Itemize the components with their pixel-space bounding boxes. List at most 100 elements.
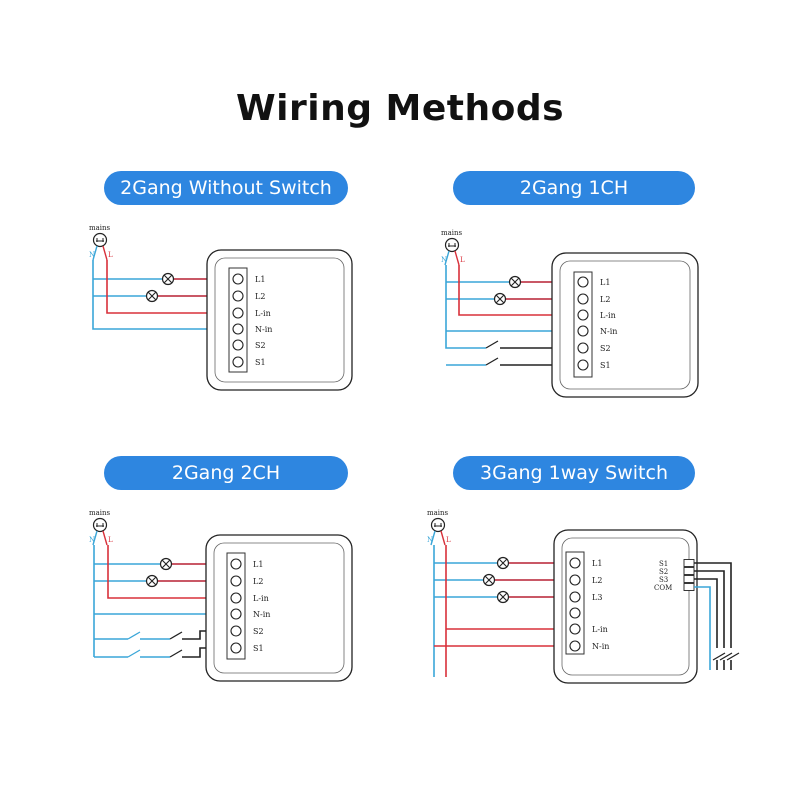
p3-mains-plug-icon (92, 517, 108, 533)
heading-3gang-1way-switch: 3Gang 1way Switch (453, 456, 695, 490)
p3-lamp1-icon-cross-b (162, 560, 170, 568)
p2-wire-l-in (458, 265, 583, 316)
terminal-label-p2-3: N-in (600, 327, 617, 336)
p3-mains-plug-prongs (96, 523, 104, 527)
terminal-p1-0 (232, 273, 244, 285)
p2-switch1-icon (485, 340, 499, 349)
p4-mains-plug-prongs (434, 523, 442, 527)
terminal-p3-3 (230, 608, 242, 620)
p4-wire-side-0 (694, 562, 732, 648)
terminal-label-p1-4: S2 (255, 341, 266, 350)
p1-wire-l-in (106, 260, 238, 314)
terminal-label-p3-0: L1 (253, 560, 263, 569)
p3-mains-l-lead (102, 530, 108, 546)
terminal-p1-4 (232, 339, 244, 351)
terminal-p4-2 (569, 591, 581, 603)
page-title: Wiring Methods (235, 88, 565, 129)
terminal-p4-0 (569, 557, 581, 569)
p2-mains-plug-icon (444, 237, 460, 253)
terminal-p2-2 (577, 309, 589, 321)
p1-mains-l-lead (102, 245, 108, 261)
p4-side-label-2: S3 (659, 576, 668, 584)
p4-wire-side-1 (694, 570, 725, 648)
terminal-label-p3-2: L-in (253, 594, 269, 603)
p2-mains-n-letter: N (441, 256, 447, 264)
module-box-p4 (553, 529, 698, 684)
module-inner-p2 (559, 260, 691, 390)
p1-lamp2-icon-cross-b (148, 292, 156, 300)
terminal-p4-1 (569, 574, 581, 586)
terminal-p2-5 (577, 359, 589, 371)
terminal-label-p3-1: L2 (253, 577, 263, 586)
p3-wire-l-in (107, 545, 236, 599)
heading-2gang-1ch: 2Gang 1CH (453, 171, 695, 205)
p3-mains-n-letter: N (89, 536, 95, 544)
terminal-p4-5 (569, 640, 581, 652)
p4-wire-side-3 (694, 586, 711, 648)
p3-mains-label: mains (89, 509, 111, 517)
p4-side-label-3: COM (654, 584, 672, 592)
terminal-p2-4 (577, 342, 589, 354)
p4-side-terminal-3 (683, 583, 695, 591)
terminal-label-p2-5: S1 (600, 361, 611, 370)
terminal-label-p3-3: N-in (253, 610, 270, 619)
terminal-p2-0 (577, 276, 589, 288)
terminal-label-p1-5: S1 (255, 358, 266, 367)
p1-wire-n-in (92, 260, 238, 330)
p1-mains-l-letter: L (108, 251, 113, 259)
p1-mains-label: mains (89, 224, 111, 232)
p4-lamp3-icon-cross-b (499, 593, 507, 601)
p3-switch1b-icon (169, 631, 183, 640)
terminal-label-p3-5: S1 (253, 644, 264, 653)
p4-mains-l-lead (440, 530, 446, 546)
p1-mains-plug-icon (92, 232, 108, 248)
terminal-label-p1-2: L-in (255, 309, 271, 318)
p2-mains-plug-prongs (448, 243, 456, 247)
p4-mains-label: mains (427, 509, 449, 517)
terminal-p3-4 (230, 625, 242, 637)
p2-mains-l-letter: L (460, 256, 465, 264)
p3-switch2a-icon (127, 649, 141, 658)
p4-side-switch-0-icon (726, 652, 740, 661)
p2-mains-label: mains (441, 229, 463, 237)
p4-lamp1-icon-cross-b (499, 559, 507, 567)
p4-side-terminal-0 (683, 559, 695, 567)
p4-side-label-1: S2 (659, 568, 668, 576)
terminal-label-p1-3: N-in (255, 325, 272, 334)
terminal-label-p4-5: N-in (592, 642, 609, 651)
terminal-p1-5 (232, 356, 244, 368)
terminal-label-p2-1: L2 (600, 295, 610, 304)
p3-mains-l-letter: L (108, 536, 113, 544)
p4-wire-side-2 (694, 578, 718, 648)
p4-lamp2-icon-cross-b (485, 576, 493, 584)
heading-2gang-without-switch: 2Gang Without Switch (104, 171, 348, 205)
p2-mains-l-lead (454, 250, 460, 266)
terminal-label-p3-4: S2 (253, 627, 264, 636)
p2-mains-n-lead (444, 250, 450, 266)
terminal-p4-3 (569, 607, 581, 619)
terminal-label-p4-0: L1 (592, 559, 602, 568)
module-inner-p4 (561, 537, 690, 676)
p1-mains-plug-prongs (96, 238, 104, 242)
p4-side-switch-2-icon (712, 652, 726, 661)
p2-wire-n-s2 (445, 265, 486, 349)
module-inner-p1 (214, 257, 345, 383)
p2-lamp2-icon-cross-b (496, 295, 504, 303)
terminal-p3-0 (230, 558, 242, 570)
p1-lamp1-icon-cross-b (164, 275, 172, 283)
terminal-label-p4-4: L-in (592, 625, 608, 634)
p3-lamp2-icon-cross-b (148, 577, 156, 585)
terminal-p2-3 (577, 325, 589, 337)
p4-mains-l-letter: L (446, 536, 451, 544)
heading-2gang-2ch: 2Gang 2CH (104, 456, 348, 490)
terminal-label-p1-0: L1 (255, 275, 265, 284)
terminal-label-p1-1: L2 (255, 292, 265, 301)
terminal-p3-1 (230, 575, 242, 587)
terminal-label-p2-0: L1 (600, 278, 610, 287)
p3-switch1a-icon (127, 631, 141, 640)
p1-mains-n-lead (92, 245, 98, 261)
terminal-label-p2-2: L-in (600, 311, 616, 320)
p4-side-terminal-2 (683, 575, 695, 583)
terminal-p1-3 (232, 323, 244, 335)
